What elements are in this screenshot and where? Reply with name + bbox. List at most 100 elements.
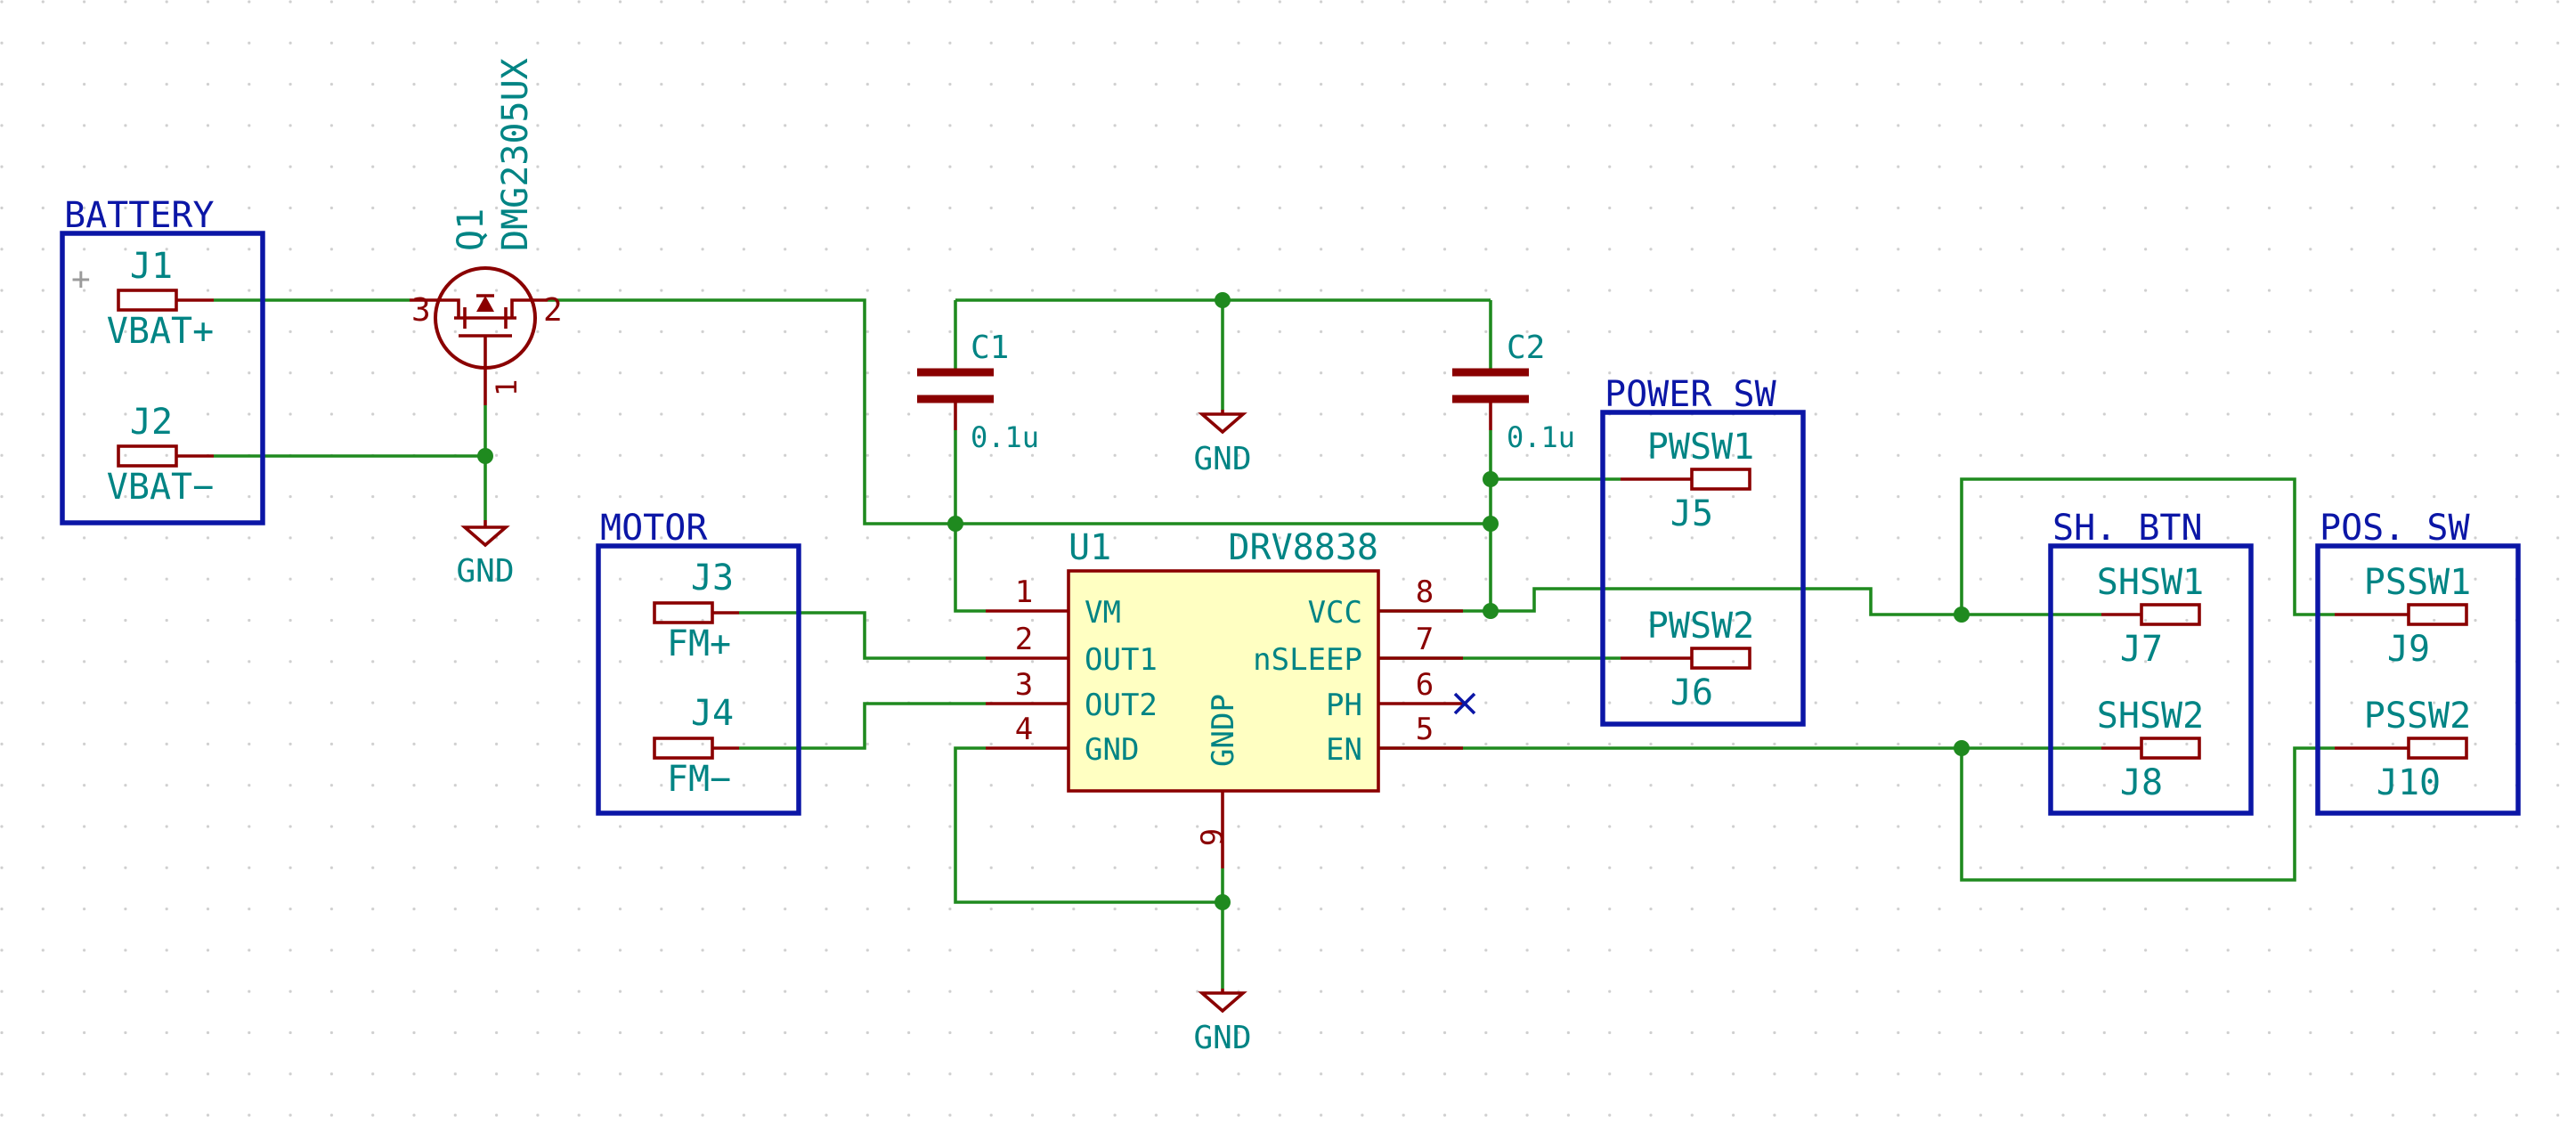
j10-value: PSSW2 (2364, 696, 2471, 737)
power-sw-frame (1600, 410, 1806, 727)
u1-center-label: GNDP (1206, 694, 1241, 767)
gnd-label-battery: GND (456, 553, 514, 590)
u1-pin3-num: 3 (1015, 667, 1033, 703)
capacitor-c1[interactable] (917, 368, 994, 430)
connector-j4[interactable] (653, 737, 739, 760)
j4-ref: J4 (691, 693, 734, 734)
gnd-symbol-u1 (1198, 989, 1247, 1014)
j2-value: VBAT− (107, 467, 214, 508)
q1-pin-source: 3 (411, 292, 431, 329)
connector-j1[interactable] (117, 289, 214, 312)
c1-ref: C1 (971, 330, 1009, 366)
u1-pin6-num: 6 (1416, 667, 1434, 703)
wire-shbtn-possw-bottom (1960, 746, 2335, 882)
connector-j7[interactable] (2101, 603, 2201, 626)
ic-u1[interactable] (986, 569, 1463, 868)
u1-pin2-name: OUT1 (1085, 642, 1158, 678)
j1-ref: J1 (130, 246, 173, 287)
u1-pin1-num: 1 (1015, 574, 1033, 610)
wire-gnd-loop (954, 746, 1223, 904)
u1-pin7-name: nSLEEP (1253, 642, 1362, 678)
j9-ref: J9 (2387, 629, 2430, 670)
junction-dot (1483, 471, 1499, 487)
c2-value: 0.1u (1507, 420, 1575, 454)
junction-dot (1483, 516, 1499, 532)
connector-j5[interactable] (1621, 468, 1751, 491)
junction-dot (1483, 603, 1499, 619)
j3-value: FM+ (667, 623, 731, 664)
connector-j2[interactable] (117, 444, 214, 468)
j7-ref: J7 (2120, 629, 2163, 670)
j6-ref: J6 (1670, 672, 1713, 713)
u1-pin2-num: 2 (1015, 622, 1033, 657)
connector-j6[interactable] (1621, 647, 1751, 670)
j6-value: PWSW2 (1647, 606, 1754, 647)
wire-fm-minus (739, 702, 986, 750)
battery-group-label: BATTERY (64, 195, 215, 236)
c1-value: 0.1u (971, 420, 1039, 454)
u1-pin8-num: 8 (1416, 574, 1434, 610)
gnd-symbol-battery (460, 520, 510, 548)
mosfet-q1[interactable] (410, 266, 548, 405)
j9-value: PSSW1 (2364, 562, 2471, 603)
q1-pin-gate: 1 (490, 379, 524, 396)
motor-group-label: MOTOR (600, 508, 708, 549)
u1-pin7-num: 7 (1416, 622, 1434, 657)
j10-ref: J10 (2377, 762, 2441, 803)
u1-pin5-num: 5 (1416, 712, 1434, 747)
j2-ref: J2 (130, 402, 173, 443)
u1-pin9-num: 9 (1195, 828, 1231, 846)
junction-dot (947, 516, 963, 532)
gnd-label-u1: GND (1193, 1020, 1251, 1056)
j8-value: SHSW2 (2097, 696, 2204, 737)
u1-value: DRV8838 (1228, 527, 1378, 568)
sh-btn-frame (2048, 543, 2254, 816)
j5-value: PWSW1 (1647, 427, 1754, 468)
junction-dot (1954, 607, 1970, 623)
u1-pin6-name: PH (1326, 688, 1362, 723)
capacitor-c2[interactable] (1452, 368, 1529, 430)
junction-dot (1215, 894, 1231, 910)
motor-frame (596, 543, 801, 816)
c2-ref: C2 (1507, 330, 1545, 366)
wire-c1-bottom (954, 430, 986, 613)
pos-sw-frame (2315, 543, 2521, 816)
j5-ref: J5 (1670, 493, 1713, 534)
no-connect-marker (1453, 692, 1476, 715)
u1-pin4-name: GND (1085, 732, 1139, 768)
wire-shbtn-possw-top (1960, 477, 2335, 616)
connector-j9[interactable] (2335, 603, 2468, 626)
wire-vcc-shbtn (1491, 587, 2101, 616)
connector-j3[interactable] (653, 601, 739, 624)
connector-j8[interactable] (2101, 737, 2201, 760)
u1-ref: U1 (1069, 527, 1111, 568)
u1-pin3-name: OUT2 (1085, 688, 1158, 723)
sh-btn-group-label: SH. BTN (2052, 508, 2203, 549)
gnd-label-caps: GND (1193, 441, 1251, 477)
q1-value: DMG2305UX (495, 58, 536, 251)
plus-mark: + (71, 261, 91, 297)
wire-q1-drain (548, 298, 1493, 525)
j1-value: VBAT+ (107, 311, 214, 352)
gnd-symbol-caps (1198, 410, 1247, 435)
junction-dot (477, 448, 493, 464)
junction-dot (1215, 292, 1231, 308)
q1-pin-drain: 2 (543, 292, 563, 329)
j3-ref: J3 (691, 558, 734, 599)
u1-pin4-num: 4 (1015, 712, 1033, 747)
battery-frame (60, 231, 265, 525)
junctions (477, 292, 1970, 910)
u1-pin8-name: VCC (1308, 595, 1362, 631)
q1-ref: Q1 (451, 208, 492, 251)
power-sw-group-label: POWER SW (1605, 374, 1777, 415)
junction-dot (1954, 740, 1970, 756)
pos-sw-group-label: POS. SW (2320, 508, 2470, 549)
u1-pin5-name: EN (1326, 732, 1362, 768)
j7-value: SHSW1 (2097, 562, 2204, 603)
j4-value: FM− (667, 759, 731, 800)
connector-j10[interactable] (2335, 737, 2468, 760)
j8-ref: J8 (2120, 762, 2163, 803)
wire-fm-plus (739, 611, 986, 660)
